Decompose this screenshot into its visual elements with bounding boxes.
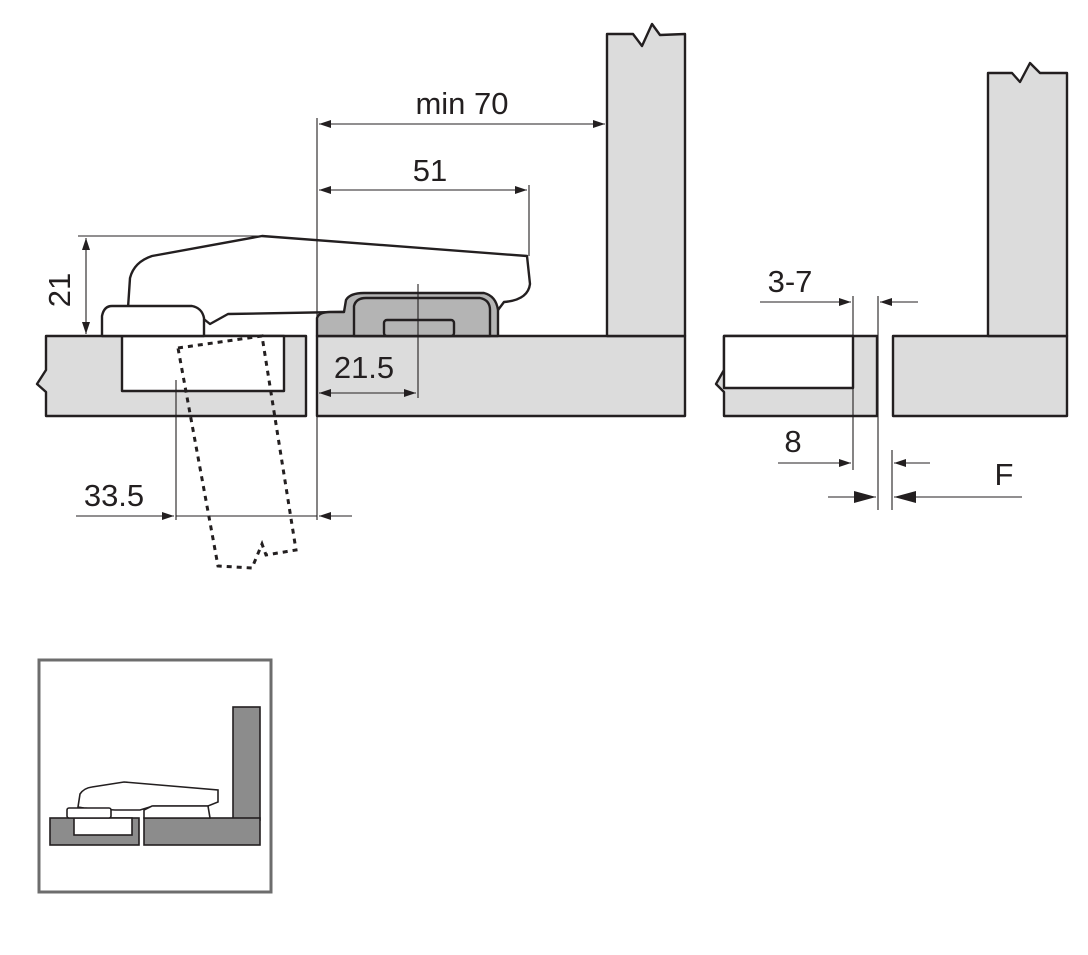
cabinet-side-panel-detail bbox=[891, 334, 1069, 418]
cup-recess bbox=[120, 334, 286, 393]
cabinet-top-panel-detail bbox=[986, 61, 1069, 338]
mounting-plate-slot bbox=[382, 318, 456, 338]
door-open-outline bbox=[176, 334, 298, 570]
dim-F: F bbox=[995, 457, 1014, 492]
inset-thumbnail bbox=[37, 658, 273, 894]
cabinet-side-panel bbox=[315, 334, 687, 418]
dim-21: 21 bbox=[42, 273, 77, 307]
dim-min70: min 70 bbox=[415, 86, 508, 121]
dim-51: 51 bbox=[413, 153, 447, 188]
dim-21-5: 21.5 bbox=[334, 350, 394, 385]
cabinet-top-panel bbox=[605, 22, 687, 338]
dim-33-5: 33.5 bbox=[84, 478, 144, 513]
dim-3-7: 3-7 bbox=[768, 264, 813, 299]
dim-8: 8 bbox=[784, 424, 801, 459]
hinge-cup bbox=[100, 304, 206, 338]
door-overlay-detail bbox=[722, 334, 855, 390]
